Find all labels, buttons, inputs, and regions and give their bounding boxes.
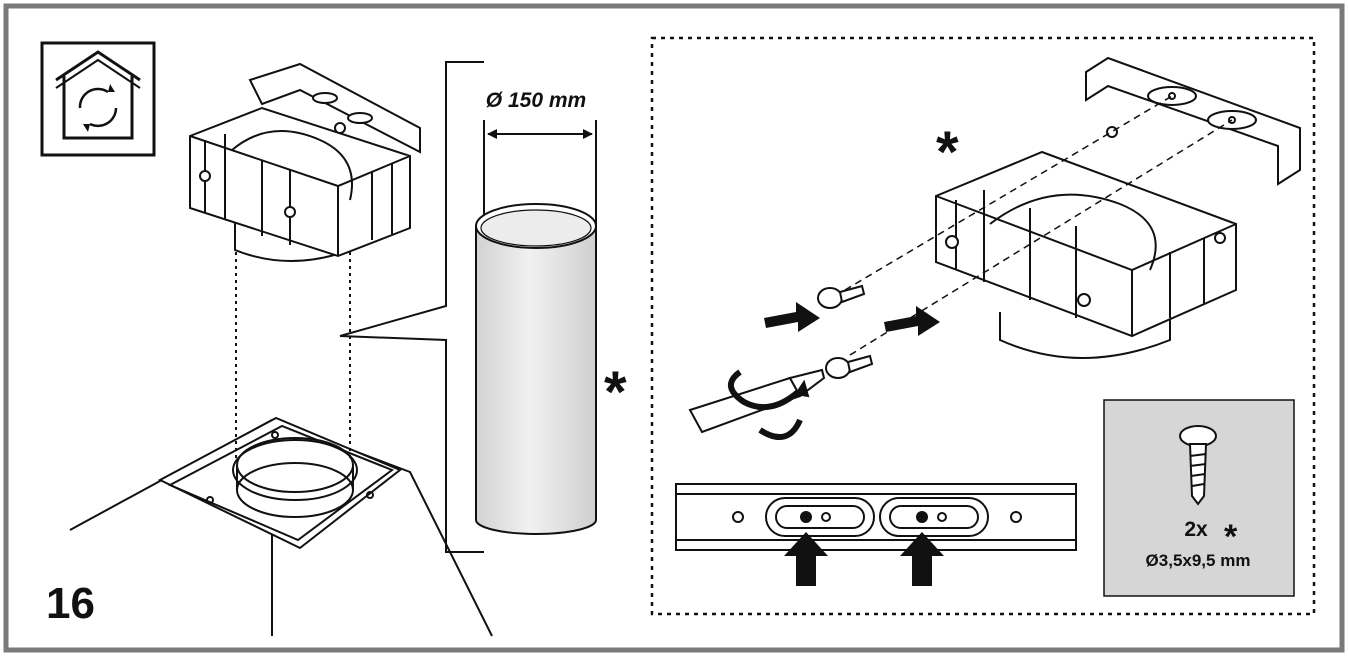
step-number: 16: [46, 579, 95, 628]
detail-panel: [650, 36, 1316, 616]
duct-diameter-label: Ø 150 mm: [486, 89, 586, 112]
bracket-detail: [675, 483, 1077, 551]
alignment-lines-right: [844, 95, 1233, 356]
screw-icon: [1179, 425, 1217, 506]
screwdriver-icon: [688, 368, 826, 441]
screw-quantity: 2x: [1184, 518, 1208, 541]
optional-mark-screws: *: [1224, 518, 1238, 556]
fan-unit-left: [189, 62, 421, 262]
hood-chimney-top: [69, 416, 493, 637]
optional-mark-duct: *: [604, 360, 627, 425]
screw-icon-lower: [825, 354, 874, 379]
duct-callout-bracket: [339, 61, 484, 553]
slot-arrows: [784, 532, 944, 586]
wall-bracket: [1085, 56, 1301, 186]
recirculation-house-icon: [40, 41, 156, 157]
fan-unit-right: [935, 126, 1237, 359]
screw-size: Ø3,5x9,5 mm: [1146, 551, 1251, 570]
optional-mark-fan: *: [936, 120, 959, 185]
diameter-dimension-arrow: [483, 120, 597, 230]
push-arrows: [764, 302, 940, 336]
screw-icon-upper: [817, 284, 866, 309]
duct-pipe: [475, 203, 597, 535]
